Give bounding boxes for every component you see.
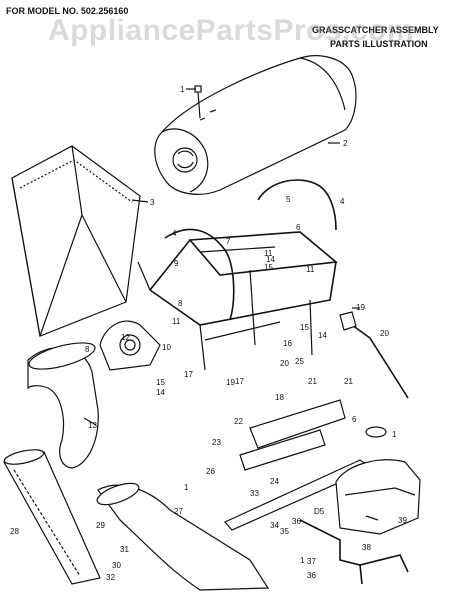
title-line-2: PARTS ILLUSTRATION (330, 39, 428, 49)
callout-label: 4 (172, 229, 177, 238)
callout-label: 1 (392, 430, 397, 439)
callout-label: 26 (206, 467, 215, 476)
callout-label: 11 (306, 265, 315, 274)
callout-label: 1 (180, 85, 185, 94)
model-prefix: FOR MODEL NO. (6, 6, 79, 16)
engine-cover[interactable] (335, 459, 421, 535)
callout-label: 39 (398, 516, 407, 525)
callout-label: 19 (226, 378, 235, 387)
callout-label: 38 (362, 543, 371, 552)
callout-label: 2 (343, 139, 348, 148)
callout-label: 13 (88, 421, 97, 430)
callouts: 1 2 3 4 4 5 6 7 8 8 9 10 11 11 11 12 13 … (10, 85, 407, 582)
callout-label: 33 (250, 489, 259, 498)
title-line-1: GRASSCATCHER ASSEMBLY (312, 25, 439, 35)
callout-label: 9 (174, 259, 179, 268)
callout-label: 14 (156, 388, 165, 397)
frame-assembly[interactable] (137, 179, 338, 371)
callout-label: 17 (235, 377, 244, 386)
deck-brackets[interactable] (224, 399, 374, 531)
washer[interactable] (365, 426, 387, 438)
callout-label: 28 (10, 527, 19, 536)
callout-label: 20 (380, 329, 389, 338)
callout-label: 4 (340, 197, 345, 206)
callout-label: 1 (184, 483, 189, 492)
callout-label: 36 (307, 571, 316, 580)
callout-label: 1 (300, 556, 305, 565)
watermark: AppliancePartsPros.com (47, 14, 415, 47)
callout-label: 31 (120, 545, 129, 554)
callout-label: 24 (270, 477, 279, 486)
callout-label: 6 (352, 415, 357, 424)
leader-lines (83, 88, 379, 521)
callout-label: 11 (264, 249, 273, 258)
mounting-bracket[interactable] (99, 320, 161, 371)
callout-label: 6 (296, 223, 301, 232)
callout-label: 7 (226, 237, 231, 246)
callout-label: 8 (85, 345, 90, 354)
model-number: 502.256160 (80, 6, 129, 16)
bag-cover[interactable] (154, 55, 357, 195)
callout-label: 21 (308, 377, 317, 386)
callout-label: 14 (318, 331, 327, 340)
callout-label: 10 (162, 343, 171, 352)
callout-label: D5 (314, 507, 325, 516)
chute-elbow[interactable] (27, 338, 99, 469)
callout-label: 3 (150, 198, 155, 207)
callout-label: 16 (283, 339, 292, 348)
support-rod[interactable] (339, 311, 409, 399)
callout-label: 12 (121, 333, 130, 342)
callout-label: 30 (112, 561, 121, 570)
callout-label: 37 (307, 557, 316, 566)
callout-label: 32 (106, 573, 115, 582)
callout-label: 17 (184, 370, 193, 379)
callout-label: 22 (234, 417, 243, 426)
callout-label: 35 (280, 527, 289, 536)
discharge-chute[interactable] (95, 479, 270, 591)
callout-label: 15 (300, 323, 309, 332)
callout-label: 18 (275, 393, 284, 402)
callout-label: 14 (266, 255, 275, 264)
callout-label: 15 (156, 378, 165, 387)
callout-label: 34 (270, 521, 279, 530)
callout-label: 8 (178, 299, 183, 308)
callout-label: 19 (356, 303, 365, 312)
callout-label: 36 (292, 517, 301, 526)
callout-label: 15 (264, 263, 273, 272)
callout-label: 21 (344, 377, 353, 386)
catcher-bag[interactable] (11, 145, 141, 337)
callout-label: 27 (174, 507, 183, 516)
callout-label: 23 (212, 438, 221, 447)
callout-label: 11 (172, 317, 181, 326)
model-header: FOR MODEL NO. 502.256160 (6, 6, 128, 16)
callout-label: 20 (280, 359, 289, 368)
chute-tube[interactable] (3, 447, 101, 585)
callout-label: 5 (286, 195, 291, 204)
callout-label: 29 (96, 521, 105, 530)
hitch-rod[interactable] (299, 519, 409, 585)
callout-label: 25 (295, 357, 304, 366)
